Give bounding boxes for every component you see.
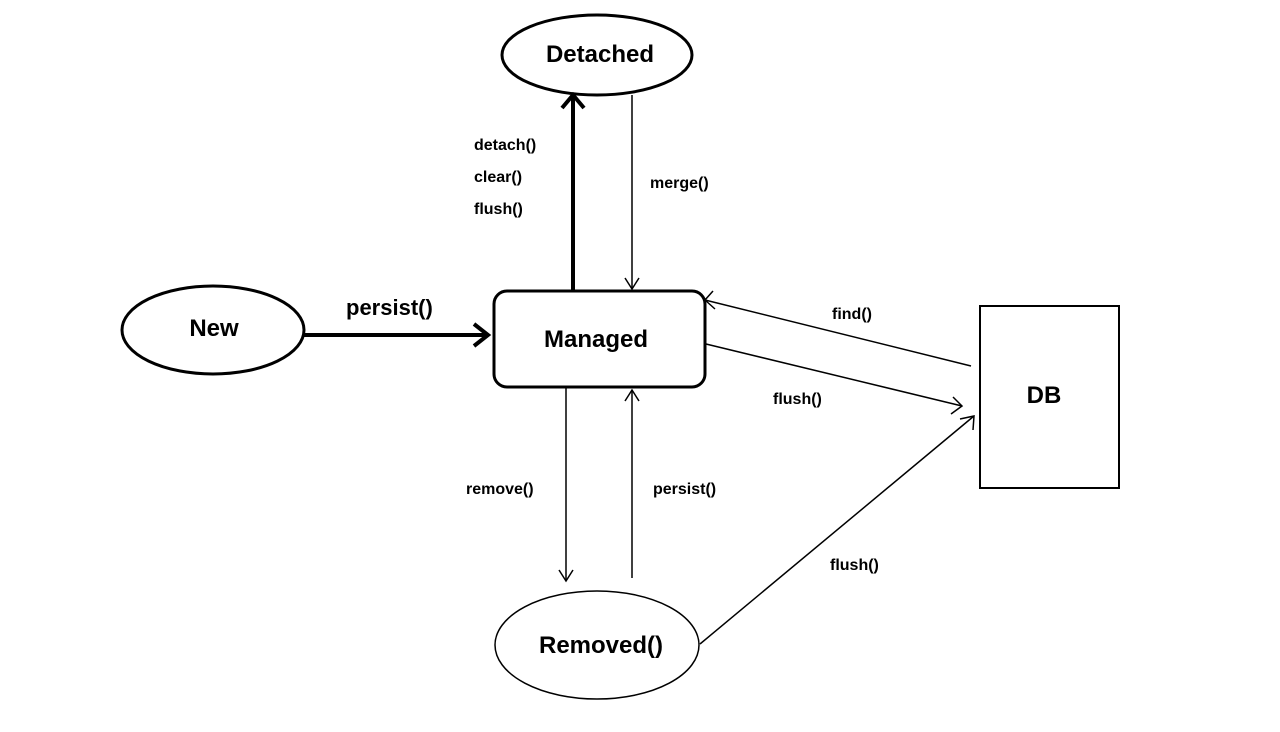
edge-db-to-managed-line xyxy=(704,299,972,367)
arrowhead-icon xyxy=(558,569,574,583)
edge-new-to-managed-label: persist() xyxy=(346,295,433,320)
edge-db-to-managed: find() xyxy=(703,290,972,367)
edge-managed-to-detached-label-2: clear() xyxy=(474,169,522,186)
node-detached-label: Detached xyxy=(546,41,654,68)
edge-removed-to-db-line xyxy=(699,415,975,645)
edge-removed-to-managed-label: persist() xyxy=(653,481,716,498)
node-new: New xyxy=(120,284,306,376)
node-removed-label: Removed() xyxy=(539,632,663,659)
node-db: DB xyxy=(979,305,1120,489)
edge-removed-to-managed: persist() xyxy=(624,388,716,578)
edge-managed-to-detached-label-1: detach() xyxy=(474,137,536,154)
arrowhead-icon xyxy=(703,290,716,310)
edge-managed-to-db-label: flush() xyxy=(773,391,822,408)
edge-managed-to-db: flush() xyxy=(705,343,964,415)
edge-db-to-managed-label: find() xyxy=(832,306,872,323)
arrowhead-icon xyxy=(624,277,640,291)
node-new-label: New xyxy=(189,315,239,342)
node-removed-shape xyxy=(494,590,700,700)
edge-managed-to-removed-label: remove() xyxy=(466,481,534,498)
node-removed: Removed() xyxy=(494,590,700,700)
node-detached: Detached xyxy=(500,13,694,97)
edge-removed-to-db-label: flush() xyxy=(830,557,879,574)
node-new-shape xyxy=(120,284,306,376)
node-managed-label: Managed xyxy=(544,326,648,353)
edge-detached-to-managed-label: merge() xyxy=(650,175,709,192)
arrowhead-icon xyxy=(560,91,586,110)
edge-managed-to-detached-label-3: flush() xyxy=(474,201,523,218)
edge-managed-to-removed: remove() xyxy=(466,388,574,583)
node-db-label: DB xyxy=(1027,382,1062,409)
arrowhead-icon xyxy=(959,415,975,431)
edge-managed-to-db-line xyxy=(705,343,963,407)
node-managed: Managed xyxy=(492,289,707,389)
node-detached-shape xyxy=(500,13,694,97)
edge-new-to-managed: persist() xyxy=(304,295,492,348)
arrowhead-icon xyxy=(624,388,640,402)
arrowhead-icon xyxy=(950,396,964,415)
node-managed-shape xyxy=(492,289,707,389)
edge-removed-to-db: flush() xyxy=(699,415,975,645)
edge-detached-to-managed: merge() xyxy=(624,95,709,291)
node-db-shape xyxy=(979,305,1120,489)
arrowhead-icon xyxy=(472,322,492,348)
edge-managed-to-detached: detach() clear() flush() xyxy=(474,91,586,290)
